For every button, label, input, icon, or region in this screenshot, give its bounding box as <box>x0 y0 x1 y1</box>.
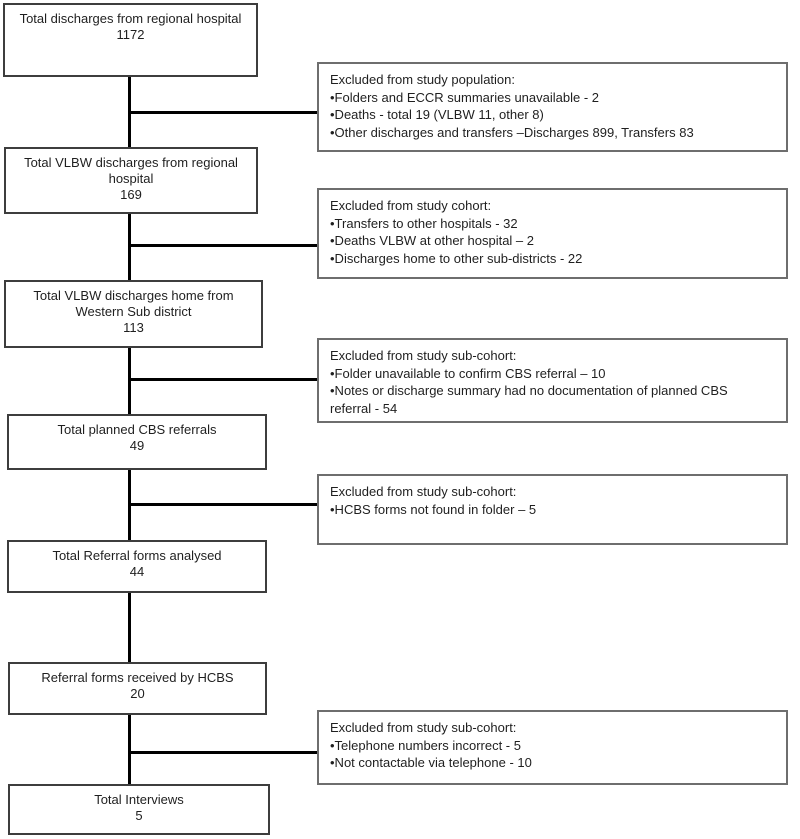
flow-box-title: Referral forms received by HCBS <box>41 670 234 685</box>
connector-vertical-6 <box>128 715 131 784</box>
flow-box-title: Total planned CBS referrals <box>57 422 217 437</box>
flow-box-title: Total VLBW discharges home from Western … <box>33 288 234 319</box>
exclusion-box-study-cohort: Excluded from study cohort: •Transfers t… <box>317 188 788 279</box>
exclusion-box-sub-cohort-hcbs-forms: Excluded from study sub-cohort: •HCBS fo… <box>317 474 788 545</box>
exclusion-item: •Deaths - total 19 (VLBW 11, other 8) <box>330 107 544 122</box>
flow-box-title: Total discharges from regional hospital <box>19 11 242 26</box>
exclusion-box-study-population: Excluded from study population: •Folders… <box>317 62 788 152</box>
connector-vertical-5 <box>128 593 131 662</box>
flow-box-referral-forms-analysed: Total Referral forms analysed 44 <box>7 540 267 593</box>
flow-box-value: 113 <box>123 320 144 335</box>
flow-box-planned-cbs-referrals: Total planned CBS referrals 49 <box>7 414 267 470</box>
exclusion-item: •Transfers to other hospitals - 32 <box>330 215 518 231</box>
exclusion-item: •Notes or discharge summary had no docum… <box>330 383 728 416</box>
connector-branch-1 <box>128 111 317 114</box>
flow-box-value: 49 <box>129 438 145 453</box>
flow-box-value: 44 <box>129 564 145 579</box>
exclusion-item: •Folders and ECCR summaries unavailable … <box>330 89 599 105</box>
connector-branch-3 <box>128 378 317 381</box>
connector-vertical-3 <box>128 348 131 414</box>
connector-branch-2 <box>128 244 317 247</box>
flow-box-value: 20 <box>130 686 145 701</box>
connector-branch-5 <box>128 751 317 754</box>
exclusion-item: •HCBS forms not found in folder – 5 <box>330 501 537 517</box>
flow-box-vlbw-home-western: Total VLBW discharges home from Western … <box>4 280 263 348</box>
exclusion-heading: Excluded from study sub-cohort: <box>330 484 517 499</box>
exclusion-heading: Excluded from study population: <box>330 72 515 87</box>
exclusion-box-sub-cohort-telephone: Excluded from study sub-cohort: •Telepho… <box>317 710 788 785</box>
flow-box-total-interviews: Total Interviews 5 <box>8 784 270 835</box>
exclusion-heading: Excluded from study cohort: <box>330 198 492 213</box>
flow-box-vlbw-discharges: Total VLBW discharges from regional hosp… <box>4 147 258 214</box>
connector-vertical-2 <box>128 214 131 280</box>
flow-box-title: Total Interviews <box>94 792 184 807</box>
flow-box-value: 5 <box>135 808 143 823</box>
flow-box-value: 1172 <box>116 27 145 42</box>
flow-box-total-discharges: Total discharges from regional hospital … <box>3 3 258 77</box>
flow-box-title: Total Referral forms analysed <box>52 548 222 563</box>
exclusion-item: •Not contactable via telephone - 10 <box>330 755 532 770</box>
exclusion-item: •Telephone numbers incorrect - 5 <box>330 737 521 753</box>
exclusion-item: •Folder unavailable to confirm CBS refer… <box>330 365 606 381</box>
exclusion-heading: Excluded from study sub-cohort: <box>330 720 517 735</box>
flow-box-title: Total VLBW discharges from regional hosp… <box>24 155 238 186</box>
connector-branch-4 <box>128 503 317 506</box>
flow-box-forms-received-hcbs: Referral forms received by HCBS 20 <box>8 662 267 715</box>
flow-box-value: 169 <box>120 187 142 202</box>
exclusion-item: •Deaths VLBW at other hospital – 2 <box>330 233 534 248</box>
exclusion-item: •Other discharges and transfers –Dischar… <box>330 124 694 140</box>
exclusion-box-sub-cohort-folders: Excluded from study sub-cohort: •Folder … <box>317 338 788 423</box>
exclusion-heading: Excluded from study sub-cohort: <box>330 348 517 363</box>
exclusion-item: •Discharges home to other sub-districts … <box>330 250 583 266</box>
